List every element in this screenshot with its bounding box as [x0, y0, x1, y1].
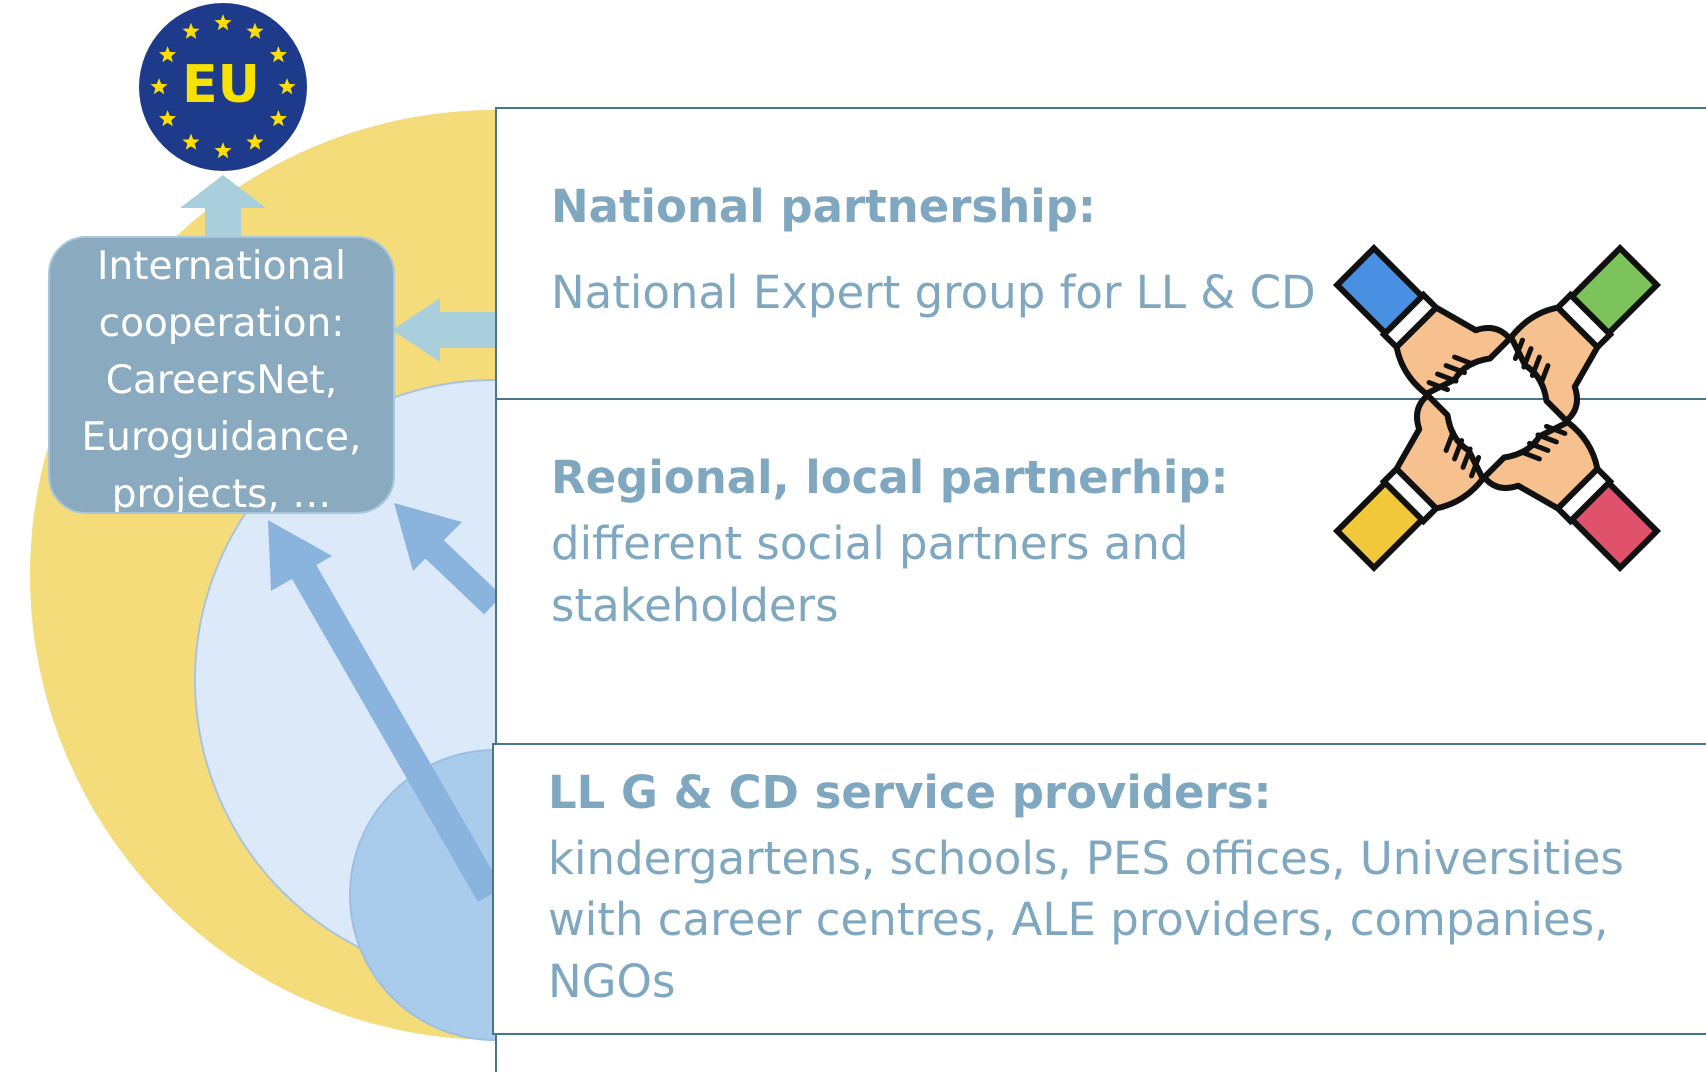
regional-title: Regional, local partnerhip:: [551, 451, 1229, 504]
arrow-national-to-intl: [392, 298, 497, 362]
providers-line-2: with career centres, ALE providers, comp…: [548, 893, 1609, 946]
eu-circle: [139, 3, 307, 171]
eu-star-icon: [278, 78, 296, 95]
eu-stars-icon: [150, 14, 296, 159]
intl-line-5: projects, …: [111, 472, 332, 514]
arrow-providers-to-intl: [268, 520, 503, 902]
arrow-regional-to-intl: [394, 503, 502, 615]
international-cooperation-box: International cooperation: CareersNet, E…: [48, 236, 395, 514]
eu-star-icon: [214, 142, 232, 159]
intl-line-1: International: [97, 244, 346, 289]
intl-line-4: Euroguidance,: [81, 415, 362, 460]
providers-line-3: NGOs: [548, 955, 676, 1008]
eu-star-icon: [182, 133, 200, 150]
eu-star-icon: [269, 110, 287, 127]
eu-star-icon: [246, 133, 264, 150]
regional-line-1: different social partners and: [551, 517, 1189, 570]
providers-line-1: kindergartens, schools, PES offices, Uni…: [548, 832, 1624, 885]
eu-label: EU: [182, 55, 260, 115]
eu-star-icon: [246, 22, 264, 39]
eu-badge: [139, 3, 307, 171]
eu-star-icon: [214, 14, 232, 31]
regional-line-2: stakeholders: [551, 579, 839, 632]
eu-star-icon: [159, 110, 177, 127]
eu-star-icon: [269, 46, 287, 63]
national-title: National partnership:: [551, 180, 1096, 233]
national-panel: [495, 107, 1706, 401]
arrow-to-eu: [180, 175, 266, 238]
eu-star-icon: [150, 78, 168, 95]
providers-title: LL G & CD service providers:: [548, 766, 1272, 819]
bottom-panel-edge: [495, 1035, 497, 1072]
eu-star-icon: [182, 22, 200, 39]
intl-line-3: CareersNet,: [105, 358, 338, 403]
national-text: National Expert group for LL & CD: [551, 266, 1316, 319]
providers-panel: [492, 743, 1706, 1035]
eu-star-icon: [159, 46, 177, 63]
intl-line-2: cooperation:: [98, 301, 345, 346]
